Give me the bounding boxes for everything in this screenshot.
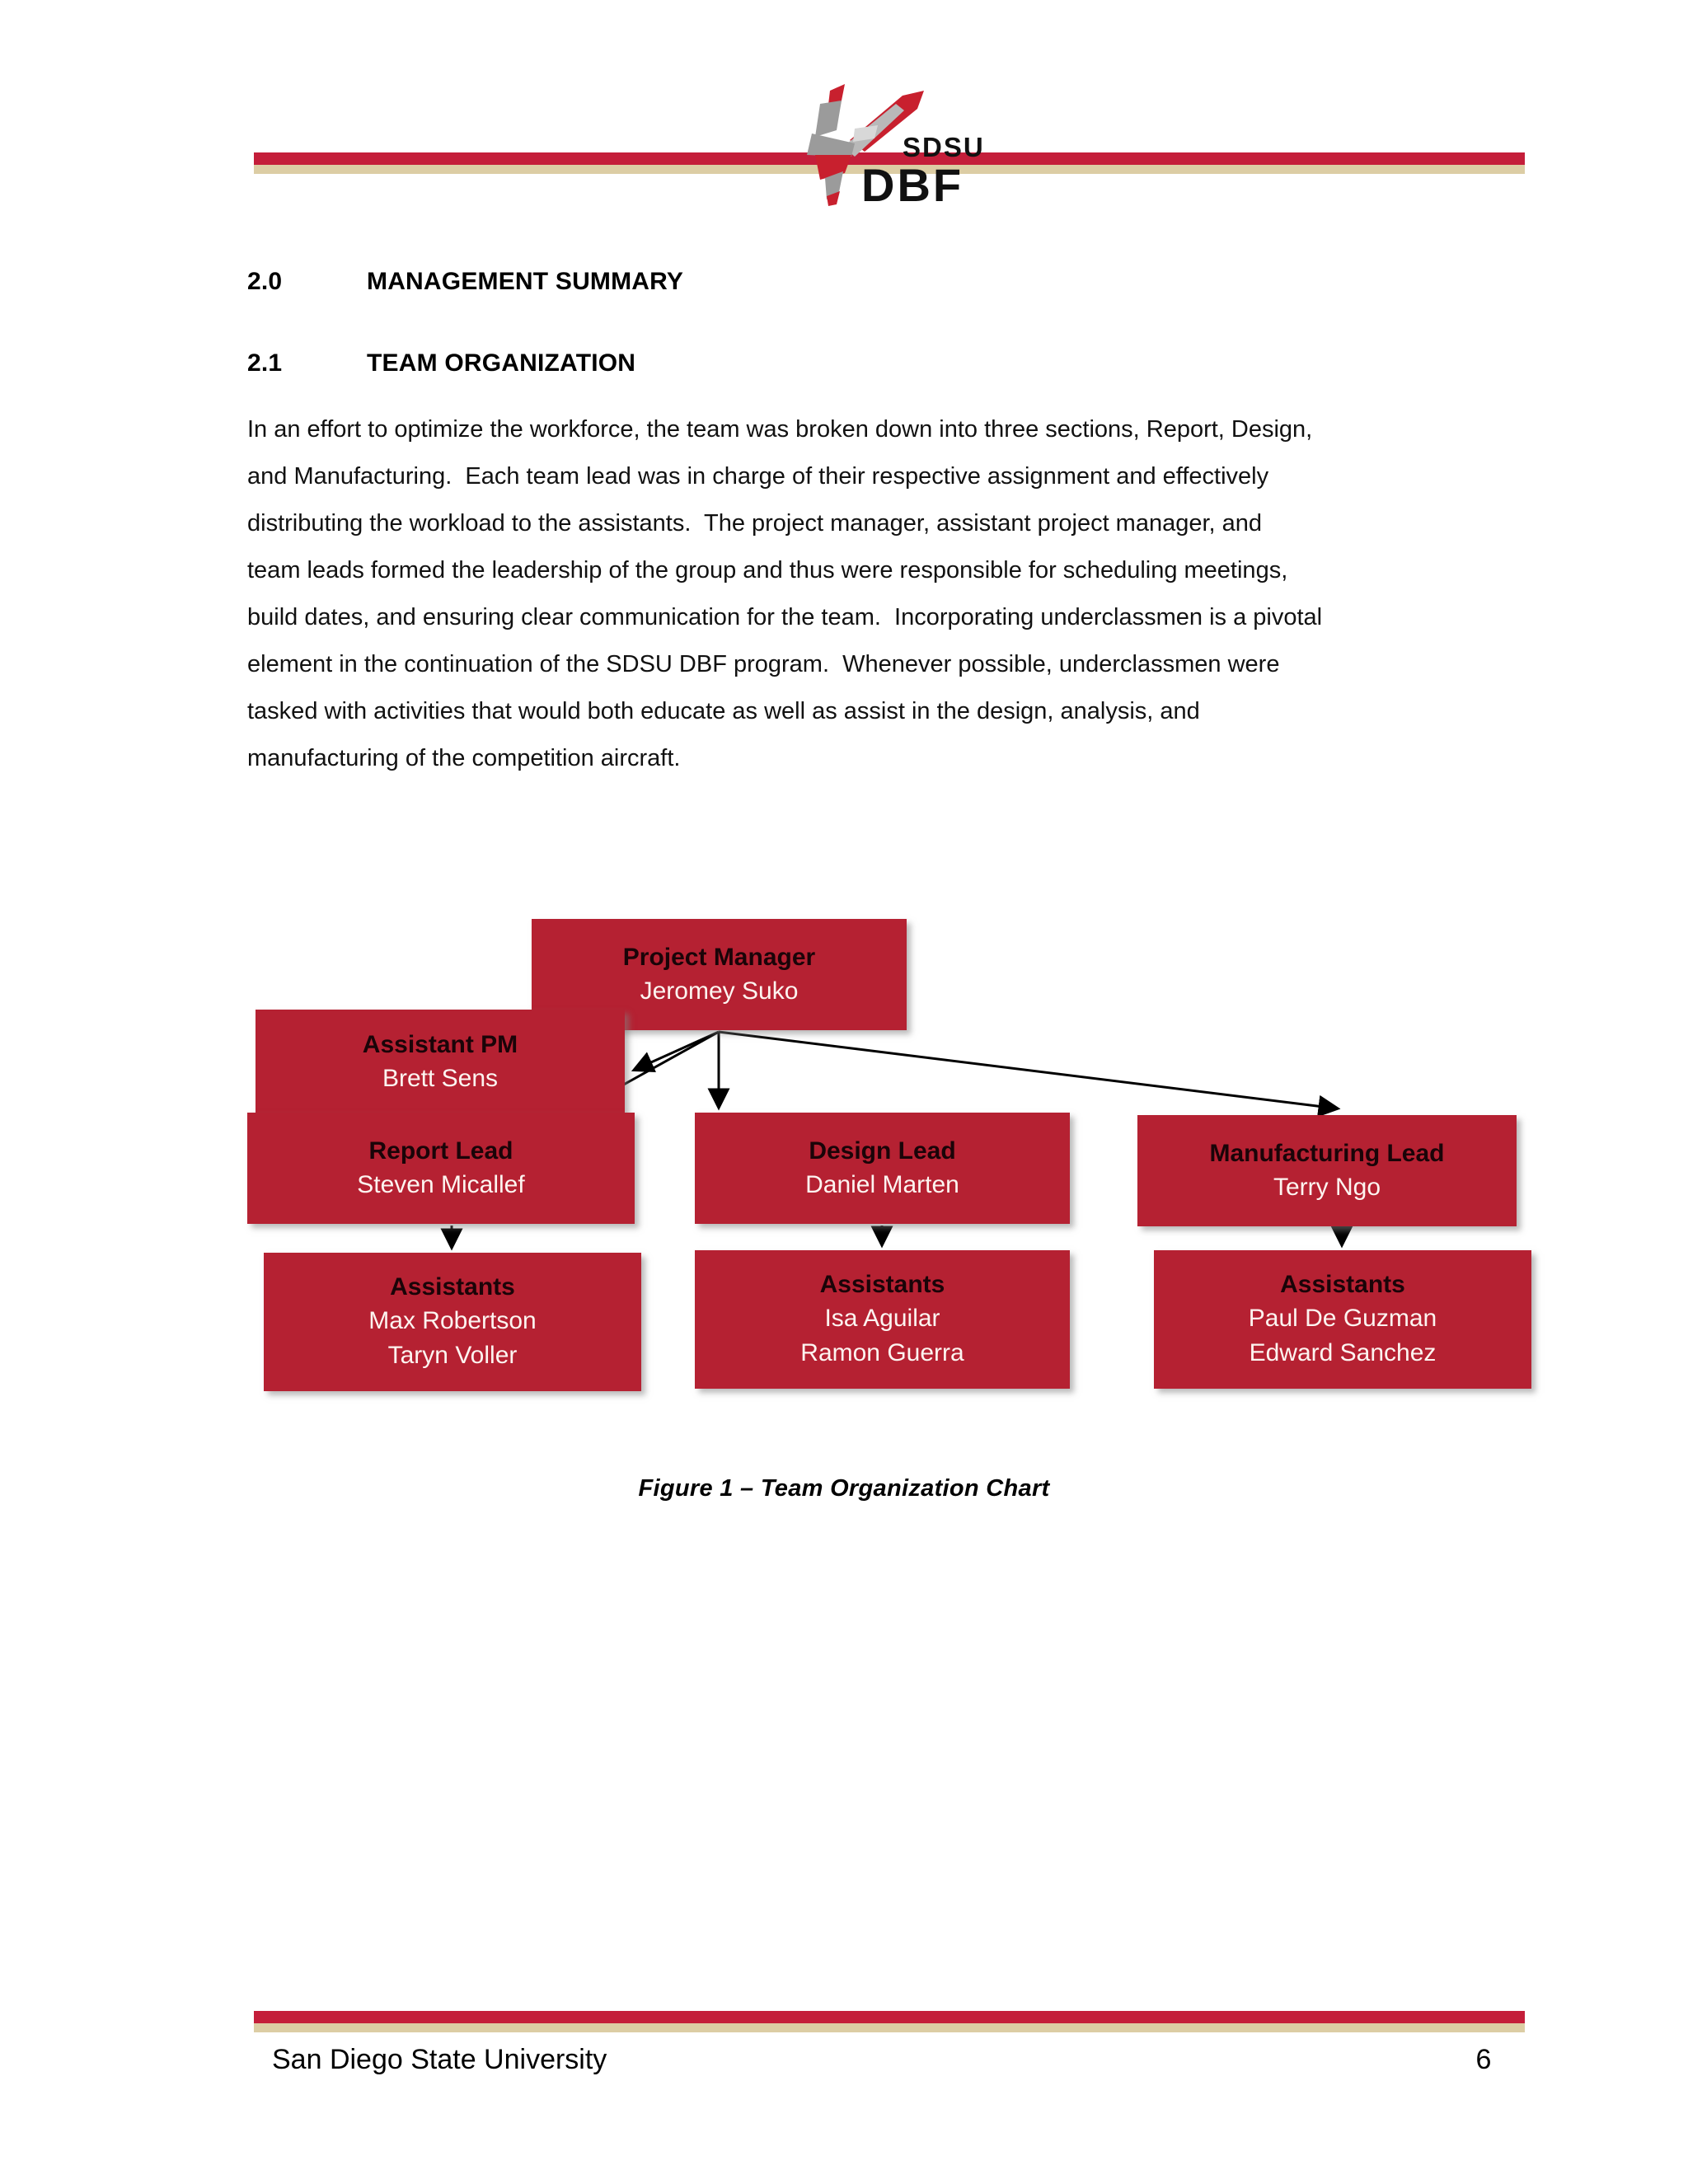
airplane-logo-icon <box>807 84 924 206</box>
org-node-design-lead[interactable]: Design Lead Daniel Marten <box>695 1113 1070 1224</box>
page-header: SDSU DBF <box>0 0 1688 247</box>
node-person: Jeromey Suko <box>640 977 799 1005</box>
edge-pm-to-apm <box>631 1030 720 1073</box>
node-person: Taryn Voller <box>387 1342 518 1369</box>
logo-sdsu-text: SDSU <box>903 132 985 162</box>
footer-organization: San Diego State University <box>272 2044 607 2075</box>
section-heading-2-1: 2.1 TEAM ORGANIZATION <box>247 349 635 377</box>
org-node-design-assistants[interactable]: Assistants Isa Aguilar Ramon Guerra <box>695 1250 1070 1389</box>
node-title: Manufacturing Lead <box>1209 1139 1445 1167</box>
org-node-report-lead[interactable]: Report Lead Steven Micallef <box>247 1113 635 1224</box>
node-title: Design Lead <box>809 1137 956 1165</box>
section-number: 2.0 <box>247 268 283 295</box>
section-number: 2.1 <box>247 349 283 377</box>
node-person: Isa Aguilar <box>824 1305 940 1332</box>
edge-pm-to-mfg <box>718 1030 1341 1118</box>
paragraph-line: tasked with activities that would both e… <box>247 698 1200 724</box>
paragraph-line: In an effort to optimize the workforce, … <box>247 416 1313 443</box>
paragraph-line: build dates, and ensuring clear communic… <box>247 604 1323 630</box>
node-title: Assistants <box>1280 1271 1405 1298</box>
paragraph-line: team leads formed the leadership of the … <box>247 557 1288 583</box>
section-title: TEAM ORGANIZATION <box>367 349 636 377</box>
paragraph-line: manufacturing of the competition aircraf… <box>247 745 681 771</box>
team-organization-chart: Project Manager Jeromey Suko Assistant P… <box>247 894 1533 1438</box>
section-heading-2-0: 2.0 MANAGEMENT SUMMARY <box>247 268 683 296</box>
paragraph-line: distributing the workload to the assista… <box>247 510 1263 537</box>
node-person: Edward Sanchez <box>1249 1339 1437 1366</box>
node-person: Brett Sens <box>382 1065 499 1092</box>
node-title: Project Manager <box>622 943 816 971</box>
page-footer: San Diego State University 6 <box>0 1961 1688 2110</box>
node-title: Assistants <box>390 1273 515 1301</box>
node-person: Max Robertson <box>368 1307 537 1334</box>
header-rule-red <box>254 152 1525 165</box>
node-person: Terry Ngo <box>1273 1173 1381 1201</box>
paragraph-line: and Manufacturing. Each team lead was in… <box>247 463 1269 490</box>
node-person: Steven Micallef <box>357 1170 525 1198</box>
org-node-manufacturing-lead[interactable]: Manufacturing Lead Terry Ngo <box>1137 1115 1517 1226</box>
header-rule-tan <box>254 165 1525 174</box>
node-person: Ramon Guerra <box>800 1339 964 1366</box>
section-title: MANAGEMENT SUMMARY <box>367 268 684 295</box>
org-node-assistant-pm[interactable]: Assistant PM Brett Sens <box>256 1010 625 1115</box>
logo-dbf-text: DBF <box>861 159 964 208</box>
node-person: Paul De Guzman <box>1248 1305 1437 1332</box>
node-title: Assistants <box>819 1271 945 1298</box>
node-title: Assistant PM <box>362 1031 518 1058</box>
figure-caption: Figure 1 – Team Organization Chart <box>638 1475 1050 1502</box>
org-node-report-assistants[interactable]: Assistants Max Robertson Taryn Voller <box>264 1253 641 1391</box>
sdsu-dbf-logo: SDSU DBF <box>779 76 997 208</box>
node-person: Daniel Marten <box>805 1170 959 1198</box>
paragraph-line: element in the continuation of the SDSU … <box>247 651 1280 677</box>
body-paragraph: In an effort to optimize the workforce, … <box>247 406 1508 782</box>
footer-rule-tan <box>254 2023 1525 2032</box>
org-node-manufacturing-assistants[interactable]: Assistants Paul De Guzman Edward Sanchez <box>1154 1250 1531 1389</box>
footer-rule-red <box>254 2011 1525 2023</box>
footer-page-number: 6 <box>1475 2044 1492 2075</box>
node-title: Report Lead <box>368 1137 513 1165</box>
